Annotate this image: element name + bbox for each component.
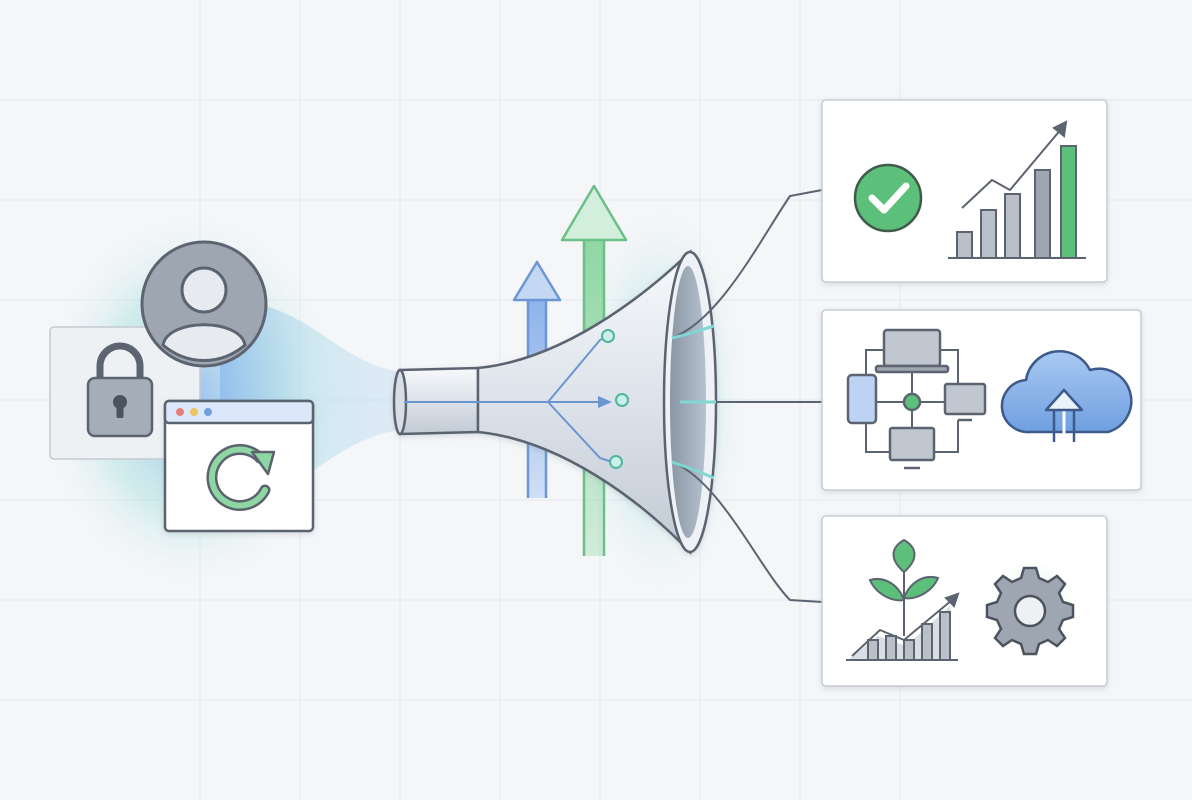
padlock-panel [49, 326, 201, 460]
funnel-icon [392, 249, 718, 556]
checkmark-circle-icon [844, 154, 932, 242]
output-connectors [671, 189, 823, 603]
user-avatar-icon [140, 240, 268, 368]
gear-icon [980, 552, 1080, 656]
cloud-upload-icon [1000, 349, 1133, 442]
padlock-icon [86, 342, 154, 438]
browser-refresh-icon [163, 399, 315, 533]
growth-bar-chart-icon [948, 120, 1086, 259]
plant-growth-chart-icon [846, 538, 960, 661]
device-network-icon [846, 328, 987, 470]
